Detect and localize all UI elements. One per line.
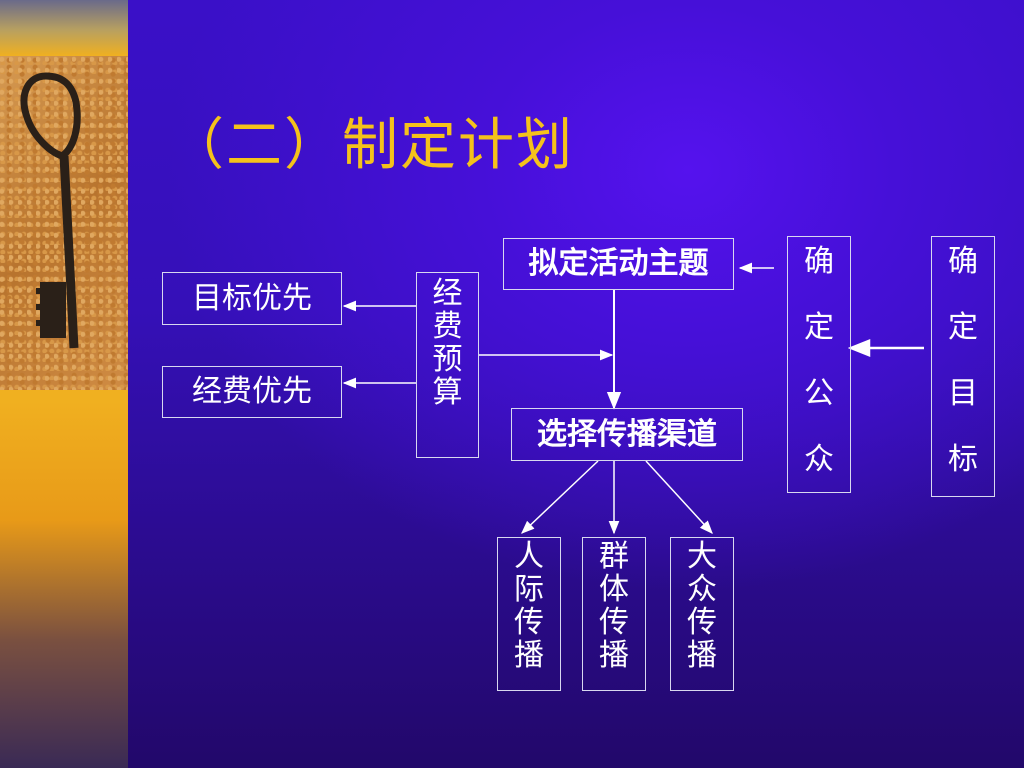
node-mass-char: 传 <box>687 605 717 640</box>
slide-title: （二）制定计划 <box>168 113 574 178</box>
node-mass-char: 众 <box>687 572 717 607</box>
node-channel: 选择传播渠道 <box>511 408 743 461</box>
node-theme: 拟定活动主题 <box>503 238 734 290</box>
node-group-char: 播 <box>599 638 629 673</box>
node-goal-first-label: 目标优先 <box>192 280 312 316</box>
node-group-char: 体 <box>599 572 629 607</box>
node-target-char: 标 <box>948 442 978 477</box>
node-target: 确 定 目 标 <box>931 236 995 497</box>
node-target-char: 定 <box>948 310 978 345</box>
slide-background <box>128 0 1024 768</box>
node-group: 群 体 传 播 <box>582 537 646 691</box>
node-interpersonal: 人 际 传 播 <box>497 537 561 691</box>
node-mass-char: 大 <box>687 539 717 574</box>
node-budget-first: 经费优先 <box>162 366 342 418</box>
node-target-char: 确 <box>948 244 978 279</box>
node-budget-first-label: 经费优先 <box>192 374 312 409</box>
node-public: 确 定 公 众 <box>787 236 851 493</box>
node-public-char: 公 <box>804 376 834 411</box>
node-budget-char: 费 <box>432 309 463 344</box>
node-interpersonal-char: 人 <box>514 539 544 574</box>
node-public-char: 众 <box>804 442 834 477</box>
node-target-char: 目 <box>948 376 978 411</box>
node-public-char: 定 <box>804 310 834 345</box>
node-budget: 经 费 预 算 <box>416 272 479 458</box>
node-interpersonal-char: 播 <box>514 638 544 673</box>
node-goal-first: 目标优先 <box>162 272 342 325</box>
node-mass-char: 播 <box>687 638 717 673</box>
key-icon <box>20 72 81 349</box>
node-group-char: 群 <box>599 539 629 574</box>
key-photo <box>0 56 128 390</box>
node-interpersonal-char: 际 <box>514 572 544 607</box>
node-channel-label: 选择传播渠道 <box>537 416 717 452</box>
node-theme-label: 拟定活动主题 <box>528 246 709 281</box>
node-budget-char: 预 <box>432 342 463 377</box>
node-group-char: 传 <box>599 605 629 640</box>
node-public-char: 确 <box>804 244 834 279</box>
node-budget-char: 经 <box>432 276 463 311</box>
node-mass: 大 众 传 播 <box>670 537 734 691</box>
node-budget-char: 算 <box>432 375 463 410</box>
node-interpersonal-char: 传 <box>514 605 544 640</box>
